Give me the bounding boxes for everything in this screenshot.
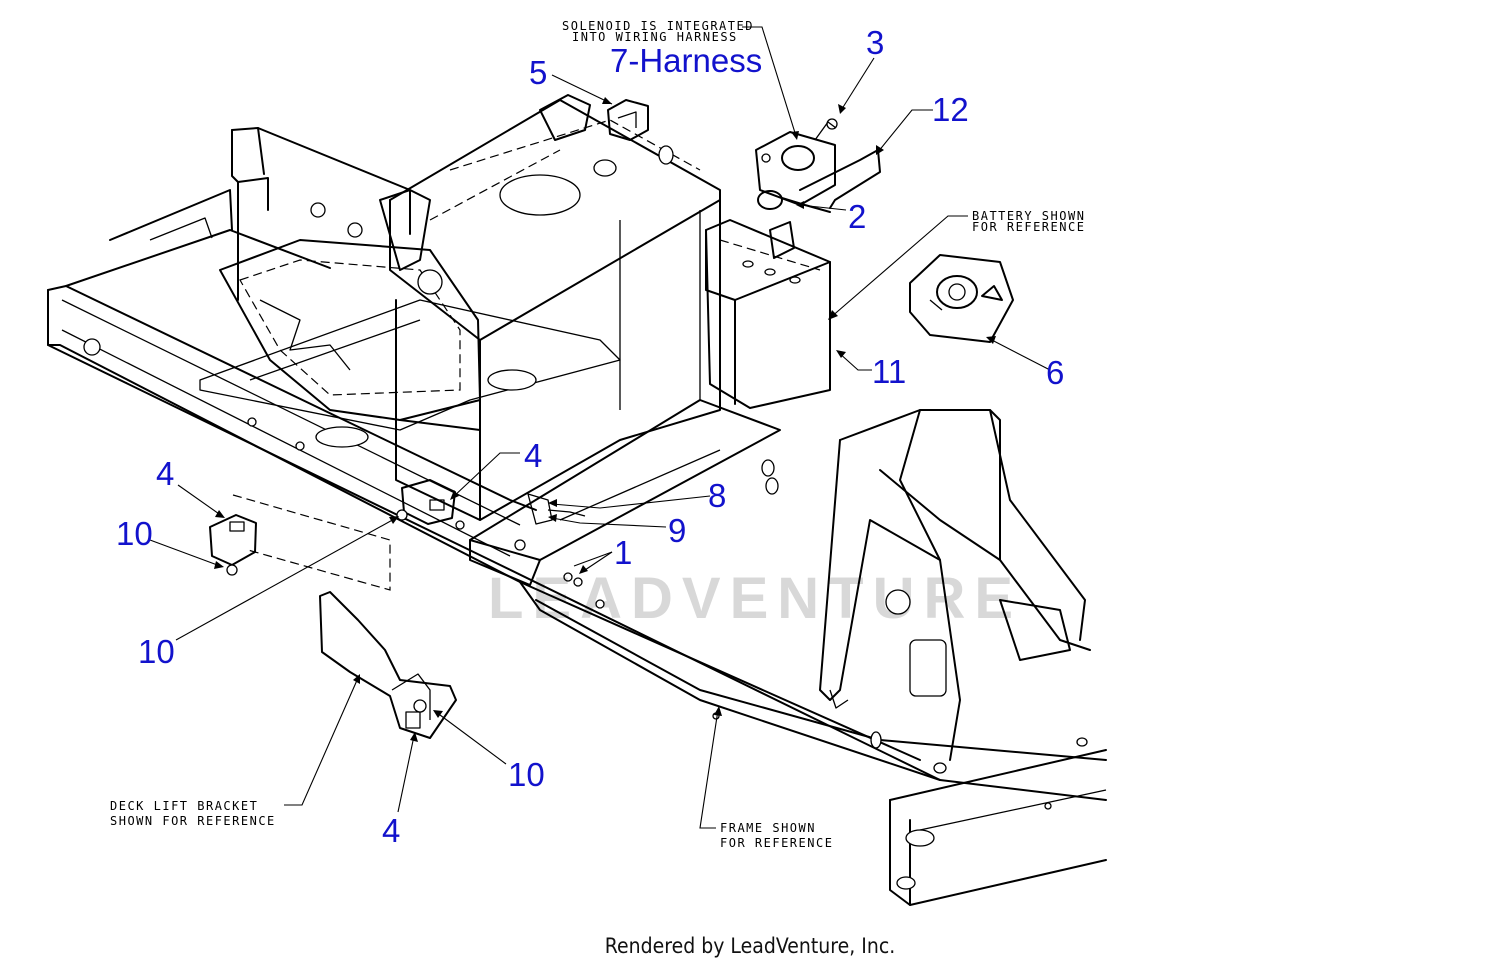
center-tower-drawing [379, 94, 781, 586]
deck-note-line2: SHOWN FOR REFERENCE [110, 814, 276, 828]
ignition-switch-drawing [909, 254, 1014, 343]
fasteners-drawing [527, 118, 838, 587]
battery-note-line1: BATTERY SHOWN [972, 209, 1085, 223]
callout-8: 8 [708, 477, 726, 514]
callout-7-harness: 7-Harness [610, 42, 762, 79]
relay-switch-left-drawing [209, 494, 391, 591]
deck-note-line1: DECK LIFT BRACKET [110, 799, 258, 813]
front-pedestal-drawing [761, 409, 1091, 774]
frame-note-line2: FOR REFERENCE [720, 836, 833, 850]
callout-10-lower: 10 [138, 633, 175, 670]
solenoid-note-line2: INTO WIRING HARNESS [572, 30, 738, 44]
watermark-text: LEADVENTURE [488, 566, 1022, 631]
rendered-by-credit: Rendered by LeadVenture, Inc. [604, 934, 896, 958]
callout-6: 6 [1046, 354, 1064, 391]
callout-9: 9 [668, 512, 686, 549]
callout-10-left: 10 [116, 515, 153, 552]
solenoid-note-line1: SOLENOID IS INTEGRATED [562, 19, 754, 33]
frame-note-line1: FRAME SHOWN [720, 821, 816, 835]
deck-lift-bracket-drawing [319, 591, 457, 739]
callout-2: 2 [848, 198, 866, 235]
callout-4-left: 4 [156, 455, 174, 492]
frame-drawing [47, 127, 1107, 906]
battery-rod-drawing [799, 149, 881, 209]
pto-switch-drawing [607, 99, 649, 141]
battery-note-line2: FOR REFERENCE [972, 220, 1085, 234]
callout-5: 5 [529, 54, 547, 91]
callout-4-bracket: 4 [382, 812, 400, 849]
steering-plate-drawing [219, 239, 537, 448]
battery-drawing [705, 219, 831, 409]
callout-1: 1 [614, 534, 632, 571]
callout-11: 11 [872, 353, 906, 390]
callout-10-bracket: 10 [508, 756, 545, 793]
relay-switch-center-drawing [396, 479, 456, 525]
leader-lines [149, 26, 1051, 829]
callout-3: 3 [866, 24, 884, 61]
callout-4-center: 4 [524, 437, 542, 474]
callout-12: 12 [932, 91, 969, 128]
